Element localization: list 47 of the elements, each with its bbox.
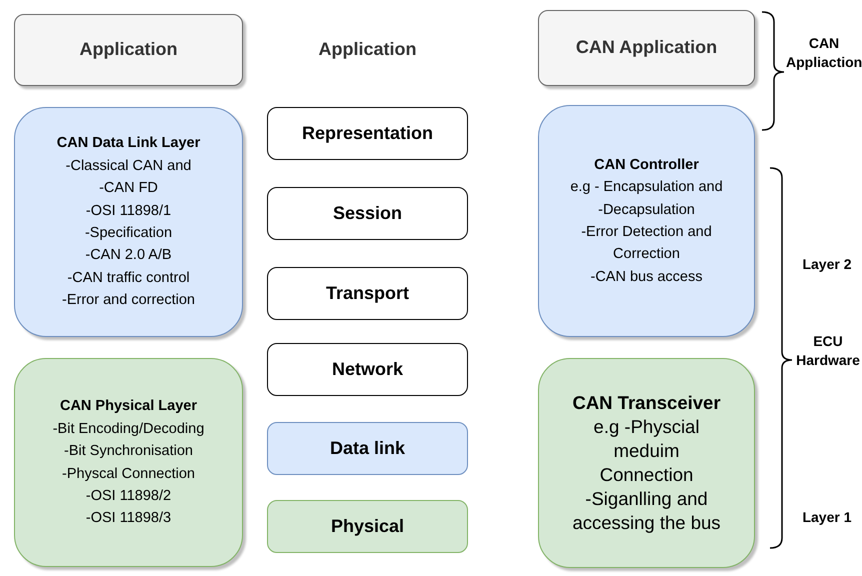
layer-title: Representation <box>302 122 434 145</box>
layer-box <box>14 14 243 86</box>
layer-title: Data link <box>330 436 406 460</box>
bracket-label: Layer 2 <box>801 255 853 274</box>
layer-description: -Bit Encoding/Decoding <box>52 420 204 439</box>
layer-description: e.g - Encapsulation and <box>570 178 723 198</box>
layer-description: -Error and correction <box>62 291 195 310</box>
layer-title: Transport <box>326 282 409 305</box>
layer-description: -CAN FD <box>99 179 158 198</box>
layer-box <box>538 10 755 86</box>
layer-description: -Error Detection and Correction <box>580 223 713 264</box>
layer-title: Network <box>332 358 403 381</box>
layer-title: Physical <box>330 514 404 538</box>
layer-box <box>538 105 755 337</box>
layer-description: -OSI 11898/2 <box>86 486 172 506</box>
layer-description: -Bit Synchronisation <box>64 442 193 462</box>
osi-layer-box <box>267 187 468 240</box>
osi-layer-box <box>267 500 468 553</box>
bracket-label: Layer 1 <box>801 508 853 527</box>
layer-description: -Physcal Connection <box>62 464 195 484</box>
layer-description: -Classical CAN and <box>66 156 192 176</box>
layer-description: -OSI 11898/1 <box>86 202 172 221</box>
layer-title: Application <box>318 38 416 62</box>
layer-title: CAN Application <box>576 36 718 60</box>
osi-layer-box <box>267 107 468 160</box>
layer-title: CAN Transceiver <box>572 390 721 415</box>
osi-layer-box <box>267 267 468 320</box>
layer-title: CAN Controller <box>594 156 699 175</box>
layer-title: CAN Physical Layer <box>60 397 197 416</box>
layer-description: -Siganlling and accessing the bus <box>571 487 722 536</box>
layer-description: -CAN 2.0 A/B <box>85 246 172 266</box>
layer-box <box>538 358 755 568</box>
osi-layer-box <box>267 343 468 396</box>
layer-box <box>14 358 243 567</box>
layer-description: -OSI 11898/3 <box>86 509 172 528</box>
layer-description: -CAN bus access <box>590 268 702 287</box>
layer-title: CAN Data Link Layer <box>56 134 200 154</box>
layer-description: -CAN traffic control <box>67 268 190 288</box>
layer-title: Application <box>80 38 178 62</box>
layer-description: e.g -Physcial meduim Connection <box>592 414 700 487</box>
layer-box <box>14 107 243 337</box>
bracket-label: CAN Appliaction <box>786 34 862 72</box>
bracket-label: ECU Hardware <box>795 332 861 370</box>
layer-description: -Specification <box>84 224 172 243</box>
layer-description: -Decapsulation <box>598 200 695 220</box>
layer-title: Session <box>332 202 402 225</box>
osi-layer-box <box>267 422 468 475</box>
